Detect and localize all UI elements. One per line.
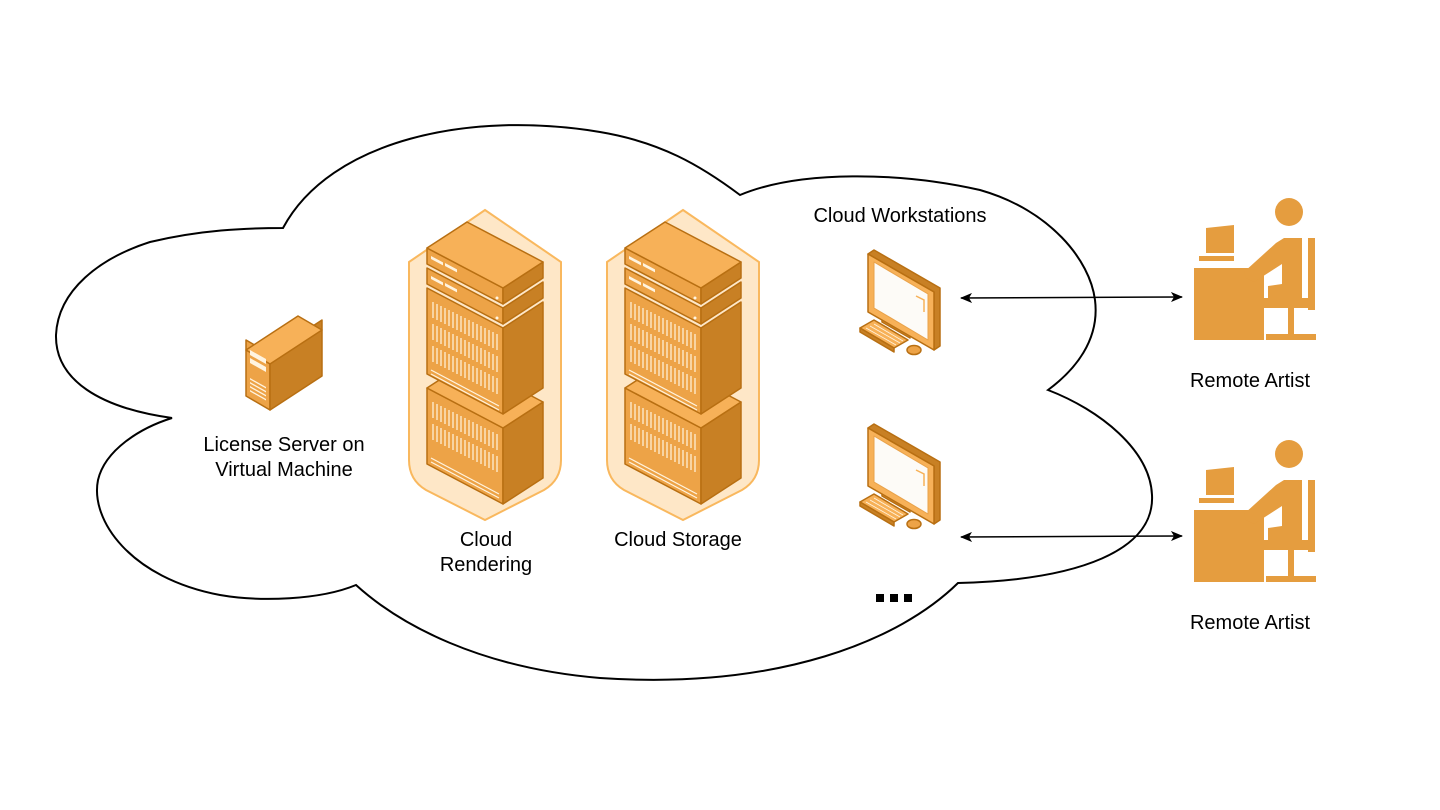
cloud-boundary (54, 124, 1154, 681)
cloud-rendering-label: Cloud Rendering (439, 529, 533, 576)
cloud-storage-label: Cloud Storage (614, 529, 742, 551)
remote-artist-2-icon[interactable] (1194, 440, 1316, 582)
cloud-workstations-label: Cloud Workstations (813, 205, 987, 227)
workstation-2-icon[interactable] (859, 423, 941, 530)
connector-workstation-1-artist-1[interactable] (960, 292, 1183, 303)
cloud-storage-rack-icon[interactable] (606, 209, 760, 521)
remote-artist-1-icon[interactable] (1194, 198, 1316, 340)
license-server-icon[interactable] (245, 315, 323, 411)
license-server-label: License Server on Virtual Machine (203, 434, 365, 481)
connector-workstation-2-artist-2[interactable] (960, 531, 1183, 542)
more-workstations-indicator (876, 594, 912, 602)
remote-artist-2-label: Remote Artist (1189, 612, 1311, 634)
workstation-1-icon[interactable] (859, 249, 941, 356)
remote-artist-1-label: Remote Artist (1189, 370, 1311, 392)
cloud-rendering-rack-icon[interactable] (408, 209, 562, 521)
